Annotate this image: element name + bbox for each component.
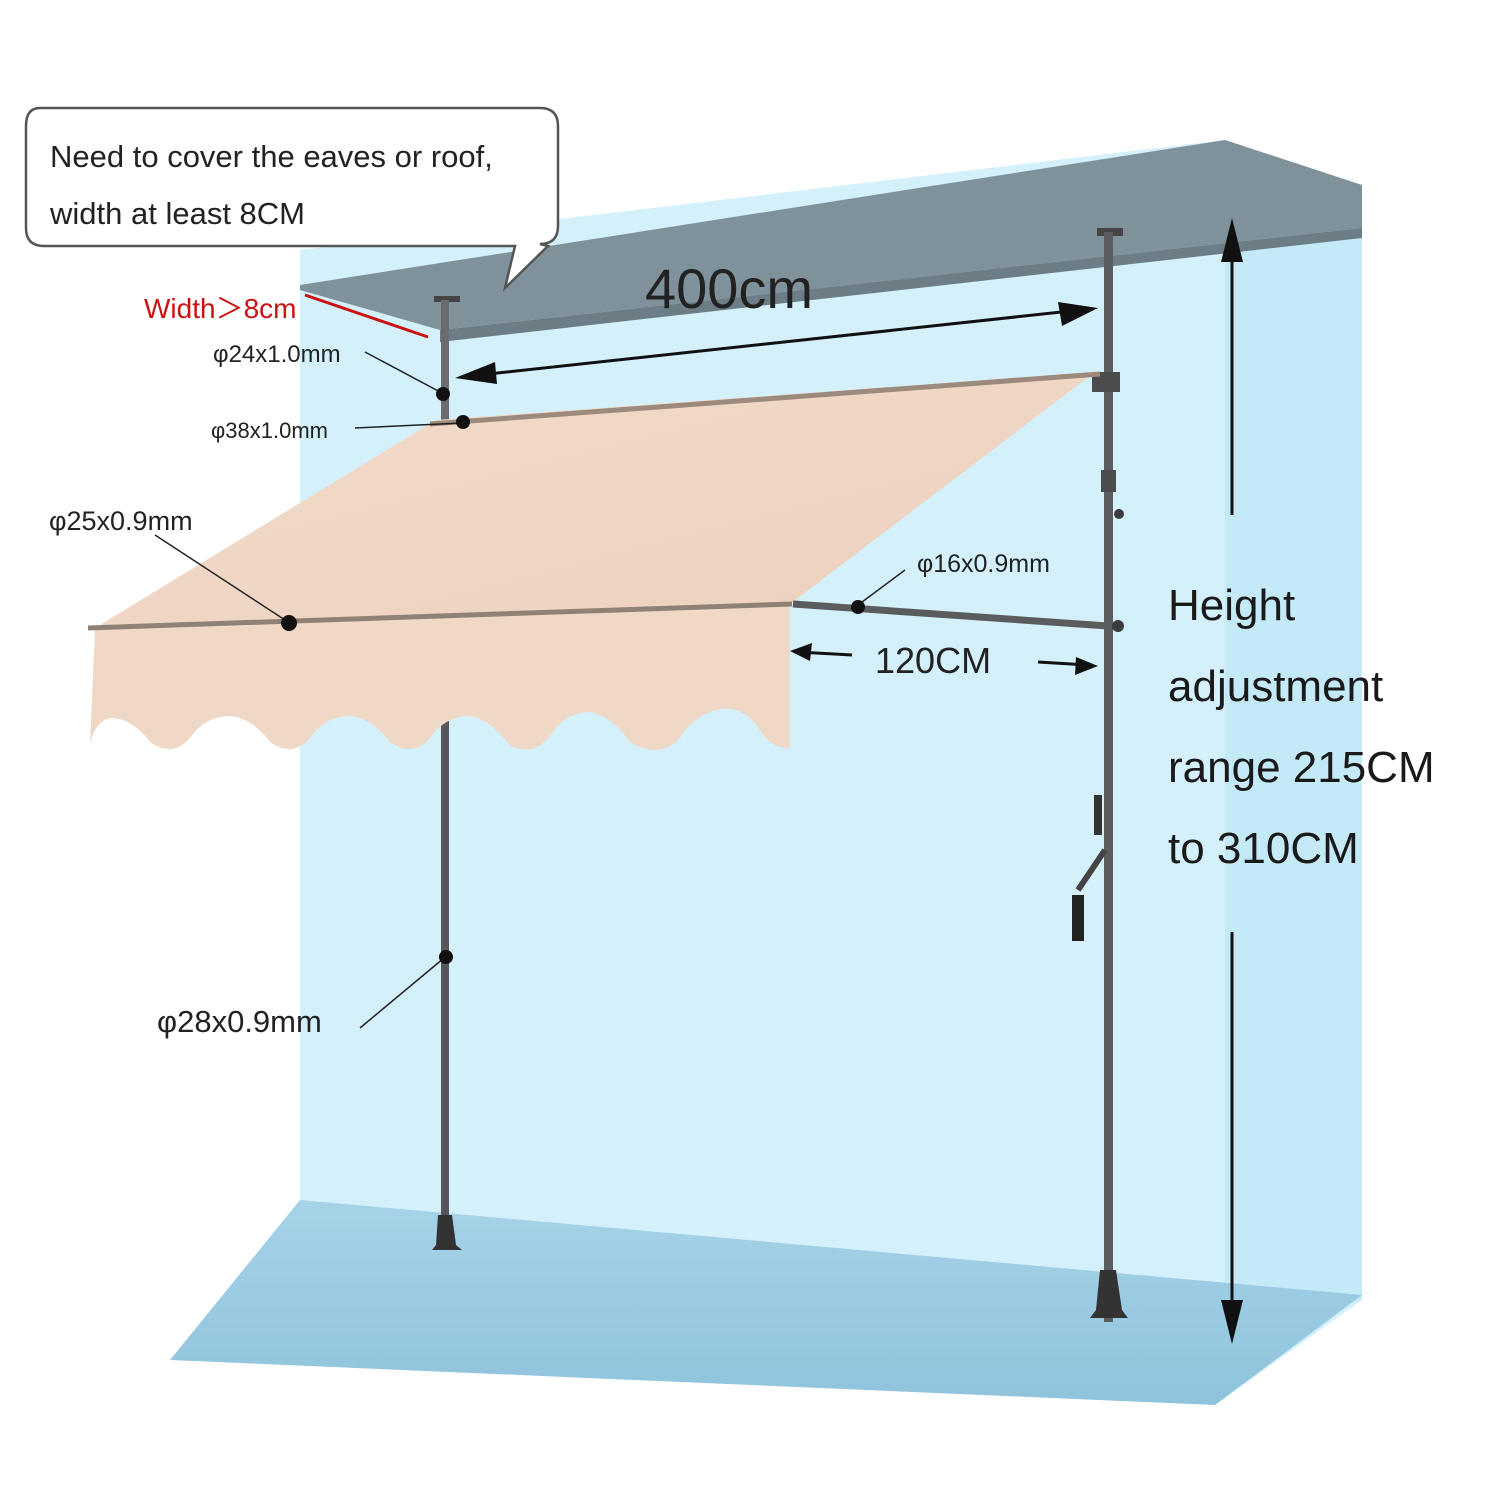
height-arrow-top-head xyxy=(1221,218,1243,262)
leader-roller-tube xyxy=(354,422,463,429)
depth-arrow-left-head xyxy=(790,643,812,661)
support-arm xyxy=(792,600,1109,630)
width-arrow-head-right xyxy=(1058,302,1098,326)
width-label: 400cm xyxy=(645,257,813,320)
spec-front-bar: φ25x0.9mm xyxy=(49,506,193,536)
spec-support-arm: φ16x0.9mm xyxy=(917,550,1050,578)
leader-main-pole xyxy=(359,957,445,1029)
dot-support-arm xyxy=(851,600,865,614)
callout-line-2: width at least 8CM xyxy=(50,196,305,231)
awning-valance xyxy=(90,604,790,751)
leader-front-bar xyxy=(154,534,289,623)
height-range-label: Height adjustment range 215CM to 310CM xyxy=(1168,565,1488,889)
crank-arm xyxy=(1075,848,1108,892)
floor xyxy=(170,1200,1362,1405)
right-pole-knob xyxy=(1114,509,1124,519)
leader-top-pole xyxy=(364,351,443,394)
callout-line-1: Need to cover the eaves or roof, xyxy=(50,139,493,174)
spec-top-pole: φ24x1.0mm xyxy=(213,341,341,368)
crank-grip xyxy=(1072,895,1084,941)
dot-roller-tube xyxy=(456,415,470,429)
awning-canopy xyxy=(95,372,1095,628)
height-line-4: to 310CM xyxy=(1168,824,1359,873)
spec-main-pole: φ28x0.9mm xyxy=(157,1004,322,1039)
left-top-plate xyxy=(434,296,460,302)
right-pole xyxy=(1104,232,1113,1322)
front-bar xyxy=(87,601,793,631)
height-line-2: adjustment xyxy=(1168,662,1384,711)
roller-tube xyxy=(429,371,1101,427)
callout-text: Need to cover the eaves or roof, width a… xyxy=(50,128,550,242)
dot-top-pole xyxy=(436,387,450,401)
height-line-1: Height xyxy=(1168,581,1296,630)
callout-bubble xyxy=(24,106,560,292)
width-arrow-line xyxy=(469,308,1081,378)
leader-support-arm xyxy=(857,569,906,606)
left-top-pole xyxy=(441,300,449,425)
right-pole-clamp xyxy=(1101,470,1116,492)
dot-front-bar xyxy=(281,615,297,631)
crank-handle-bar xyxy=(1094,795,1102,835)
right-pole-bracket xyxy=(1092,372,1120,392)
height-arrow-bottom-head xyxy=(1221,1300,1243,1344)
eave-width-label: Width＞8cm xyxy=(144,293,296,324)
ceiling-edge xyxy=(440,228,1362,342)
eave-width-line xyxy=(304,293,429,339)
ceiling-eave xyxy=(300,140,1362,330)
left-foot xyxy=(432,1215,462,1250)
width-arrow-head-left xyxy=(455,362,497,384)
dot-main-pole xyxy=(439,950,453,964)
depth-arrow-right-head xyxy=(1075,657,1098,675)
height-line-3: range 215CM xyxy=(1168,743,1435,792)
support-arm-joint xyxy=(1112,620,1124,632)
right-foot xyxy=(1090,1270,1128,1318)
depth-label: 120CM xyxy=(875,640,991,681)
spec-roller-tube: φ38x1.0mm xyxy=(211,418,328,443)
side-wall xyxy=(1225,140,1362,1330)
